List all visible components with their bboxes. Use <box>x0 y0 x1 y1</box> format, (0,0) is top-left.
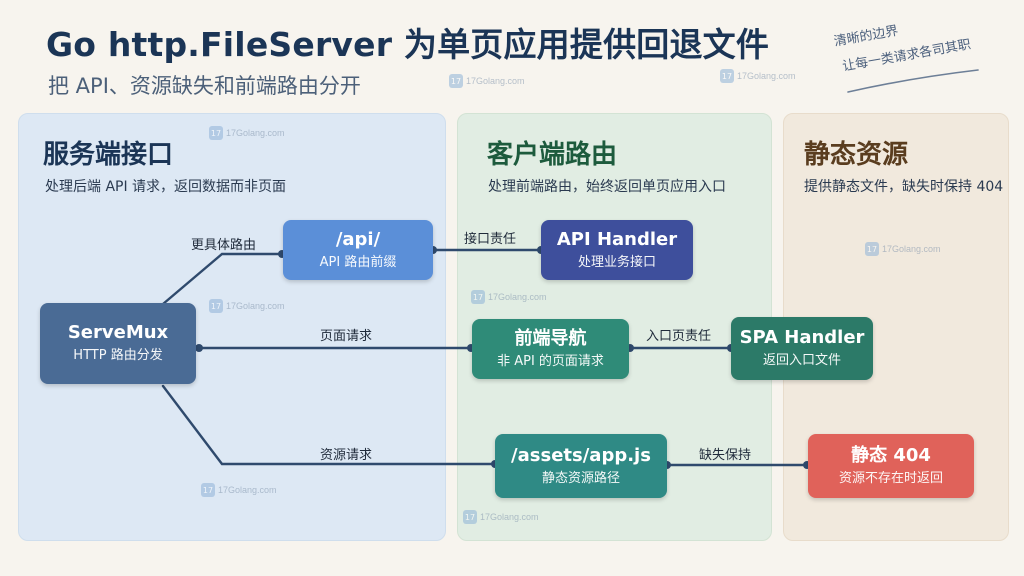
watermark-logo-icon: 17 <box>209 299 223 313</box>
watermark-logo-icon: 17 <box>201 483 215 497</box>
node-static404-name: 静态 404 <box>851 444 931 466</box>
node-frontend-nav-sub: 非 API 的页面请求 <box>497 353 604 369</box>
panel-static-title: 静态资源 <box>804 140 909 170</box>
node-frontend-nav[interactable]: 前端导航 非 API 的页面请求 <box>472 319 629 379</box>
panel-client-desc: 处理前端路由，始终返回单页应用入口 <box>488 179 726 195</box>
node-api-name: /api/ <box>335 228 381 250</box>
edge-label-more-specific: 更具体路由 <box>191 238 257 253</box>
node-api-handler-sub: 处理业务接口 <box>577 254 656 270</box>
edge-servemux-to-assets <box>161 384 497 466</box>
node-static404-sub: 资源不存在时返回 <box>838 470 943 486</box>
panel-server-desc: 处理后端 API 请求，返回数据而非页面 <box>45 179 287 195</box>
panel-client-title: 客户端路由 <box>487 140 618 170</box>
panel-static-desc: 提供静态文件，缺失时保持 404 <box>804 179 1004 195</box>
watermark-logo-icon: 17 <box>463 510 477 524</box>
panel-server-api: 服务端接口 处理后端 API 请求，返回数据而非页面 <box>18 113 446 541</box>
page-title: Go http.FileServer 为单页应用提供回退文件 <box>46 25 770 64</box>
node-api-sub: API 路由前缀 <box>319 254 397 270</box>
page-subtitle: 把 API、资源缺失和前端路由分开 <box>48 74 361 98</box>
node-assets-name: /assets/app.js <box>511 444 651 466</box>
node-static-404[interactable]: 静态 404 资源不存在时返回 <box>808 434 974 498</box>
node-spa-handler-sub: 返回入口文件 <box>762 353 841 368</box>
edge-label-entry-duty: 入口页责任 <box>646 329 712 344</box>
node-api-prefix[interactable]: /api/ API 路由前缀 <box>283 220 433 280</box>
watermark-logo-icon: 17 <box>720 69 734 83</box>
edge-label-keep-missing: 缺失保持 <box>699 448 752 463</box>
node-servemux[interactable]: ServeMux HTTP 路由分发 <box>40 303 196 384</box>
node-servemux-name: ServeMux <box>67 322 169 343</box>
node-api-handler[interactable]: API Handler 处理业务接口 <box>541 220 693 280</box>
edge-label-resource-request: 资源请求 <box>320 448 373 463</box>
watermark-logo-icon: 17 <box>449 74 463 88</box>
panel-server-title: 服务端接口 <box>43 140 174 170</box>
node-servemux-sub: HTTP 路由分发 <box>73 348 163 363</box>
edge-label-api-duty: 接口责任 <box>464 232 517 247</box>
node-assets-sub: 静态资源路径 <box>541 470 620 486</box>
node-spa-handler[interactable]: SPA Handler 返回入口文件 <box>731 317 873 380</box>
watermark-logo-icon: 17 <box>209 126 223 140</box>
connector-dot <box>195 344 203 352</box>
watermark-logo-icon: 17 <box>865 242 879 256</box>
edge-servemux-to-api <box>161 252 284 306</box>
node-api-handler-name: API Handler <box>556 228 678 250</box>
node-spa-handler-name: SPA Handler <box>739 327 865 348</box>
node-frontend-nav-name: 前端导航 <box>514 327 587 349</box>
node-assets-path[interactable]: /assets/app.js 静态资源路径 <box>495 434 667 498</box>
edge-label-page-request: 页面请求 <box>320 329 373 344</box>
watermark-logo-icon: 17 <box>471 290 485 304</box>
